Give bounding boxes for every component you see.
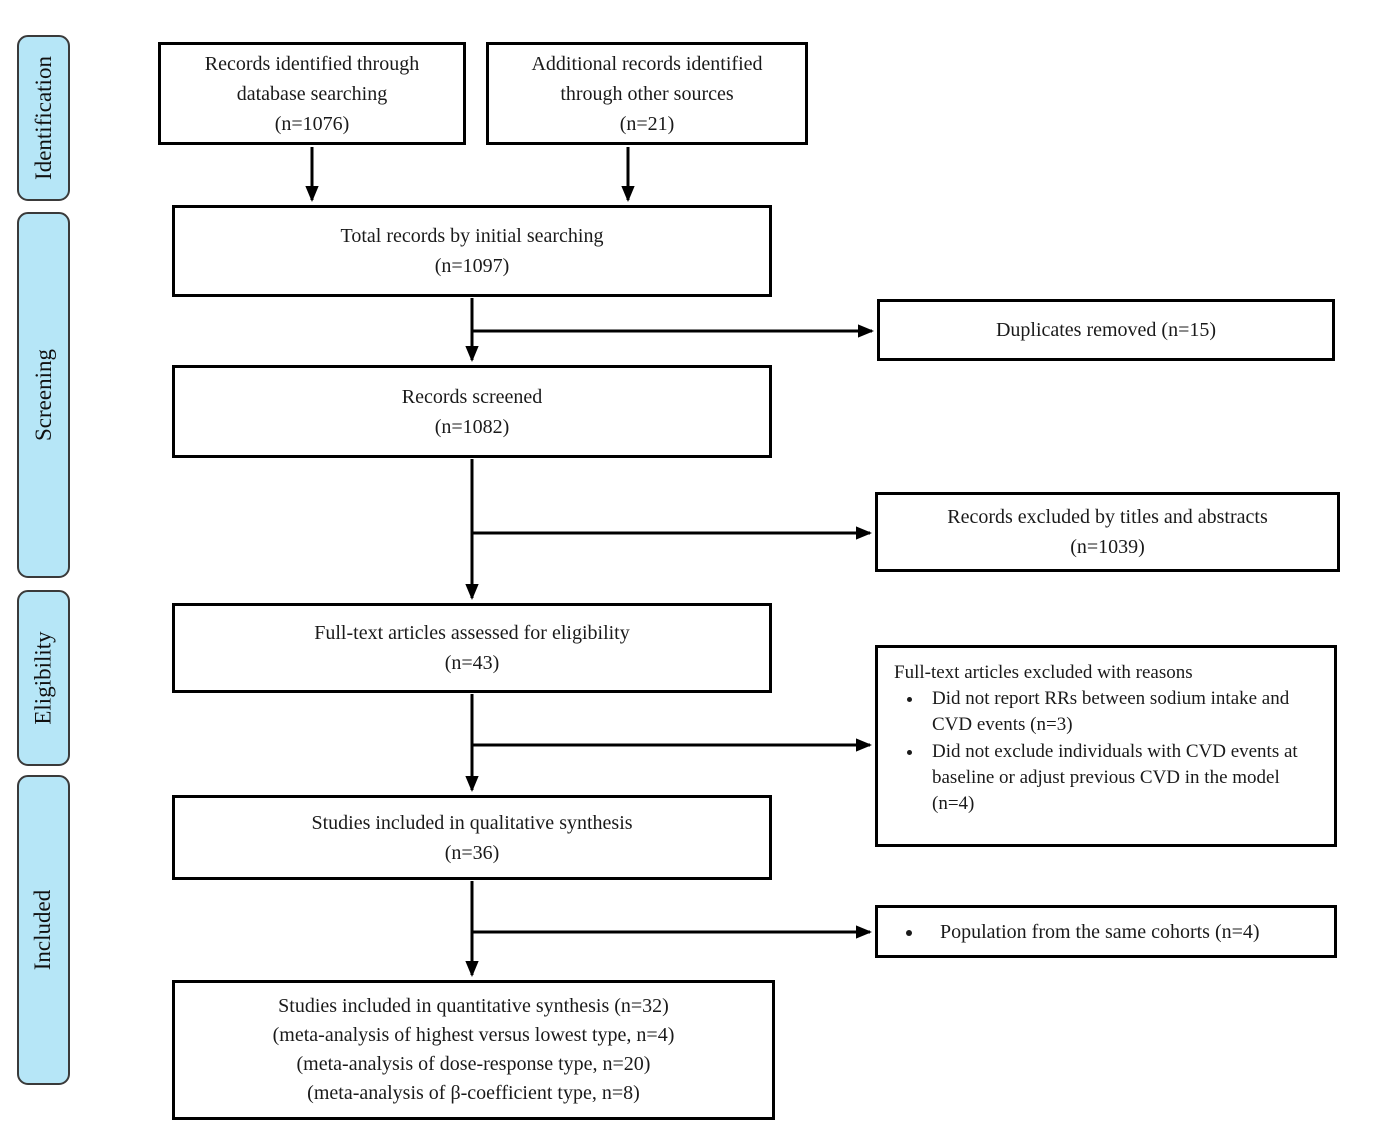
box-fulltext-excluded-title: Full-text articles excluded with reasons <box>894 662 1193 683</box>
fulltext-excluded-reason-item: Did not exclude individuals with CVD eve… <box>924 739 1322 818</box>
fulltext-excluded-reason-list: Did not report RRs between sodium intake… <box>894 686 1322 817</box>
box-total-records-text: Total records by initial searching (n=10… <box>340 225 604 277</box>
fulltext-excluded-reason-item: Did not report RRs between sodium intake… <box>924 686 1322 738</box>
box-quantitative-synthesis-text: Studies included in quantitative synthes… <box>272 995 675 1104</box>
stage-label-eligibility: Eligibility <box>30 631 56 725</box>
box-total-records: Total records by initial searching (n=10… <box>172 205 772 297</box>
box-same-cohorts-excluded: Population from the same cohorts (n=4) <box>875 905 1337 958</box>
stage-label-screening: Screening <box>30 349 56 441</box>
box-records-database-search: Records identified through database sear… <box>158 42 466 145</box>
same-cohorts-list: Population from the same cohorts (n=4) <box>886 917 1260 947</box>
box-records-other-sources: Additional records identified through ot… <box>486 42 808 145</box>
box-records-screened-text: Records screened (n=1082) <box>401 385 543 438</box>
stage-included: Included <box>17 775 70 1085</box>
stage-eligibility: Eligibility <box>17 590 70 766</box>
box-fulltext-assessed-text: Full-text articles assessed for eligibil… <box>314 622 630 674</box>
stage-screening: Screening <box>17 212 70 578</box>
box-records-screened: Records screened (n=1082) <box>172 365 772 458</box>
box-fulltext-assessed: Full-text articles assessed for eligibil… <box>172 603 772 693</box>
box-fulltext-excluded-reasons: Full-text articles excluded with reasons… <box>875 645 1337 847</box>
same-cohorts-item: Population from the same cohorts (n=4) <box>924 917 1260 947</box>
box-duplicates-removed-text: Duplicates removed (n=15) <box>995 319 1217 341</box>
box-qualitative-synthesis-text: Studies included in qualitative synthesi… <box>311 811 633 864</box>
box-qualitative-synthesis: Studies included in qualitative synthesi… <box>172 795 772 880</box>
box-quantitative-synthesis: Studies included in quantitative synthes… <box>172 980 775 1120</box>
box-records-excluded-titles-abstracts-text: Records excluded by titles and abstracts… <box>947 506 1268 558</box>
box-records-excluded-titles-abstracts: Records excluded by titles and abstracts… <box>875 492 1340 572</box>
stage-label-included: Included <box>30 889 56 971</box>
box-duplicates-removed: Duplicates removed (n=15) <box>877 299 1335 361</box>
stage-identification: Identification <box>17 35 70 201</box>
box-records-database-search-text: Records identified through database sear… <box>204 52 420 135</box>
stage-label-identification: Identification <box>30 56 56 180</box>
box-records-other-sources-text: Additional records identified through ot… <box>531 52 763 135</box>
